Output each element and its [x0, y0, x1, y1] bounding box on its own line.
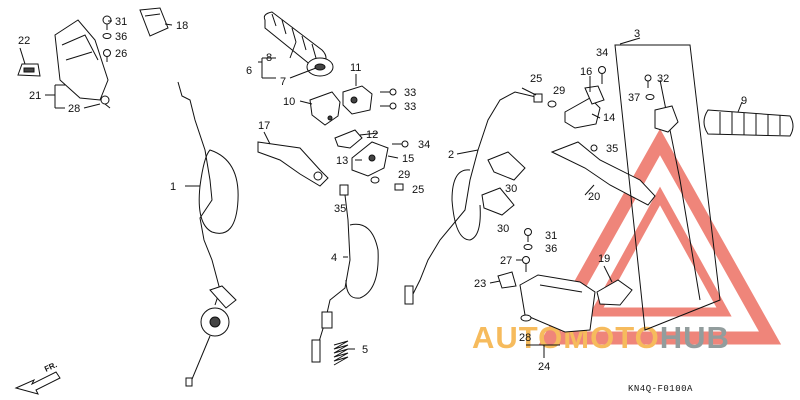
label-6: 6: [246, 65, 252, 77]
grip-9: [703, 109, 794, 137]
label-1: 1: [170, 181, 176, 193]
label-10: 10: [283, 96, 295, 108]
label-33-lower: 33: [404, 101, 416, 113]
label-18: 18: [176, 20, 188, 32]
handlebar-assembly-3: [614, 44, 721, 331]
label-17: 17: [258, 120, 270, 132]
lever-bracket-13: [351, 141, 389, 177]
nut-35-left: [339, 184, 349, 196]
label-8: 8: [266, 52, 272, 64]
guard-cover-19: [596, 279, 633, 306]
bolt-33-lower: [380, 102, 397, 110]
hand-guard-left: [54, 19, 111, 109]
label-35-right: 35: [606, 143, 618, 155]
collar-28-right: [520, 314, 532, 322]
label-29-left: 29: [398, 169, 410, 181]
washer-37: [645, 94, 655, 100]
label-21: 21: [29, 90, 41, 102]
washer-29-left: [370, 176, 380, 184]
label-26: 26: [115, 48, 127, 60]
diagram-code: KN4Q-F0100A: [628, 384, 693, 394]
label-35-left: 35: [334, 203, 346, 215]
hand-guard-right-24: [519, 274, 596, 333]
label-28-right: 28: [519, 332, 531, 344]
label-20: 20: [588, 191, 600, 203]
label-29-right: 29: [553, 85, 565, 97]
bolt-25-right: [533, 93, 543, 103]
cable-guide-30-lower: [481, 187, 515, 216]
clip-23: [497, 271, 517, 289]
bolt-31-right: [524, 228, 532, 242]
label-13: 13: [336, 155, 348, 167]
cable-guide-30-upper: [487, 151, 526, 181]
label-14: 14: [603, 112, 615, 124]
label-34-left: 34: [418, 139, 430, 151]
label-11: 11: [350, 62, 361, 74]
label-5: 5: [362, 344, 368, 356]
part-labels: 22 21 28 31 36 26 18 8 6 7 11 10 33 33 1…: [18, 16, 747, 373]
throttle-cover-10: [309, 91, 341, 126]
bolt-25-left: [394, 183, 404, 191]
label-15: 15: [402, 153, 414, 165]
choke-lever-14: [564, 85, 605, 129]
washer-36-right: [523, 244, 533, 250]
label-9: 9: [741, 95, 747, 107]
washer-29-right: [547, 100, 557, 108]
label-28-left: 28: [68, 103, 80, 115]
bolt-31-left: [102, 15, 112, 30]
bolt-34-right: [598, 66, 606, 84]
label-24: 24: [538, 361, 550, 373]
throttle-housing-11: [342, 85, 373, 115]
switch-bracket: [654, 105, 679, 133]
cap-18: [139, 7, 169, 37]
throttle-grip-8: [263, 11, 334, 77]
screw-26: [103, 49, 111, 62]
spring-5: [333, 340, 349, 366]
bolt-34-left: [392, 140, 409, 148]
nut-35-right: [590, 144, 598, 152]
front-direction-arrow: FR.: [14, 360, 61, 395]
label-37: 37: [628, 92, 640, 104]
label-25-right: 25: [530, 73, 542, 85]
brake-lever-20: [550, 141, 656, 206]
bracket-12: [334, 129, 363, 149]
watermark-auto: AUTO: [472, 320, 563, 355]
bolt-32: [644, 74, 652, 88]
guard-clip-22: [17, 63, 41, 77]
label-2: 2: [448, 149, 454, 161]
label-25-left: 25: [412, 184, 424, 196]
label-12: 12: [366, 129, 378, 141]
choke-cable-2: [404, 91, 541, 305]
label-23: 23: [474, 278, 486, 290]
label-32: 32: [657, 73, 669, 85]
label-36-right: 36: [545, 243, 557, 255]
label-30-lower: 30: [497, 223, 509, 235]
label-16: 16: [580, 66, 592, 78]
label-27: 27: [500, 255, 512, 267]
washer-36-left: [102, 33, 112, 39]
throttle-cable-4: [311, 194, 379, 363]
label-3: 3: [634, 28, 640, 40]
leader-lines: [19, 20, 743, 358]
label-4: 4: [331, 252, 337, 264]
label-19: 19: [598, 253, 610, 265]
label-33-upper: 33: [404, 87, 416, 99]
label-34-right: 34: [596, 47, 608, 59]
clutch-cable-1: [177, 81, 239, 387]
label-36-left: 36: [115, 31, 127, 43]
label-31-left: 31: [115, 16, 127, 28]
watermark-text: AUTOMOTOHUB: [472, 320, 730, 355]
clutch-lever-17: [257, 141, 329, 187]
screw-27: [522, 256, 530, 272]
label-22: 22: [18, 35, 30, 47]
watermark-hub: HUB: [660, 320, 730, 355]
label-30-upper: 30: [505, 183, 517, 195]
label-7: 7: [280, 76, 286, 88]
label-31-right: 31: [545, 230, 557, 242]
bolt-33-upper: [380, 88, 397, 96]
